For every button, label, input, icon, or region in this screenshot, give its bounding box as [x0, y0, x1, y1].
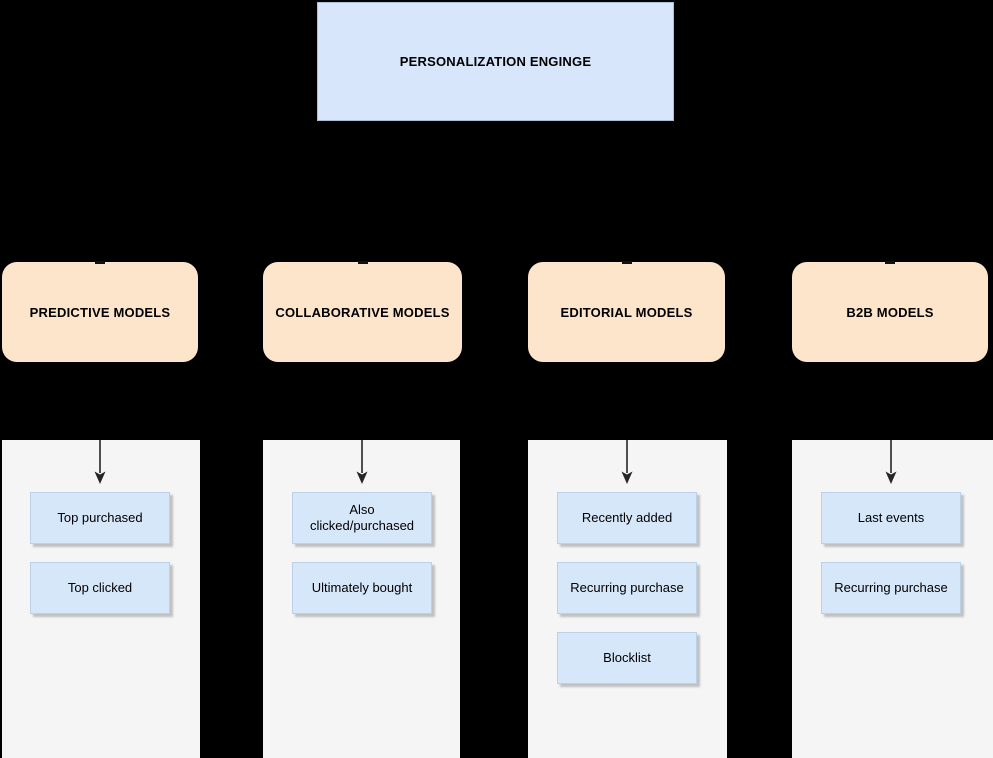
- node-recurring-purchase-editorial-label: Recurring purchase: [570, 579, 684, 595]
- node-recently-added: Recently added: [557, 492, 697, 544]
- node-predictive-models-label: PREDICTIVE MODELS: [29, 304, 171, 320]
- node-collaborative-models-label: COLLABORATIVE MODELS: [275, 304, 450, 320]
- node-recurring-purchase-b2b-label: Recurring purchase: [834, 579, 948, 595]
- node-personalization-engine: PERSONALIZATION ENGINGE: [317, 2, 674, 121]
- node-b2b-models: B2B MODELS: [792, 261, 988, 362]
- connector-stub: [95, 261, 105, 264]
- down-arrow-icon: [621, 440, 633, 484]
- down-arrow-icon: [94, 440, 106, 484]
- node-recently-added-label: Recently added: [581, 509, 673, 525]
- down-arrow-icon: [885, 440, 897, 484]
- node-top-clicked: Top clicked: [30, 562, 170, 614]
- node-blocklist: Blocklist: [557, 632, 697, 684]
- connector-stub: [885, 261, 895, 264]
- node-last-events: Last events: [821, 492, 961, 544]
- node-ultimately-bought-label: Ultimately bought: [311, 579, 413, 595]
- node-personalization-engine-label: PERSONALIZATION ENGINGE: [399, 54, 592, 69]
- node-ultimately-bought: Ultimately bought: [292, 562, 432, 614]
- node-recurring-purchase-b2b: Recurring purchase: [821, 562, 961, 614]
- node-predictive-models: PREDICTIVE MODELS: [2, 261, 198, 362]
- node-blocklist-label: Blocklist: [603, 649, 651, 665]
- node-also-clicked-purchased: Also clicked/purchased: [292, 492, 432, 544]
- node-top-clicked-label: Top clicked: [67, 579, 133, 595]
- connector-stub: [357, 261, 368, 264]
- node-top-purchased-label: Top purchased: [57, 509, 143, 525]
- connector-stub: [621, 261, 632, 264]
- node-collaborative-models: COLLABORATIVE MODELS: [263, 261, 462, 362]
- down-arrow-icon: [356, 440, 368, 484]
- node-last-events-label: Last events: [857, 509, 925, 525]
- node-editorial-models: EDITORIAL MODELS: [528, 261, 725, 362]
- node-top-purchased: Top purchased: [30, 492, 170, 544]
- node-b2b-models-label: B2B MODELS: [846, 304, 934, 320]
- node-editorial-models-label: EDITORIAL MODELS: [560, 304, 693, 320]
- node-also-clicked-purchased-label: Also clicked/purchased: [309, 501, 415, 533]
- node-recurring-purchase-editorial: Recurring purchase: [557, 562, 697, 614]
